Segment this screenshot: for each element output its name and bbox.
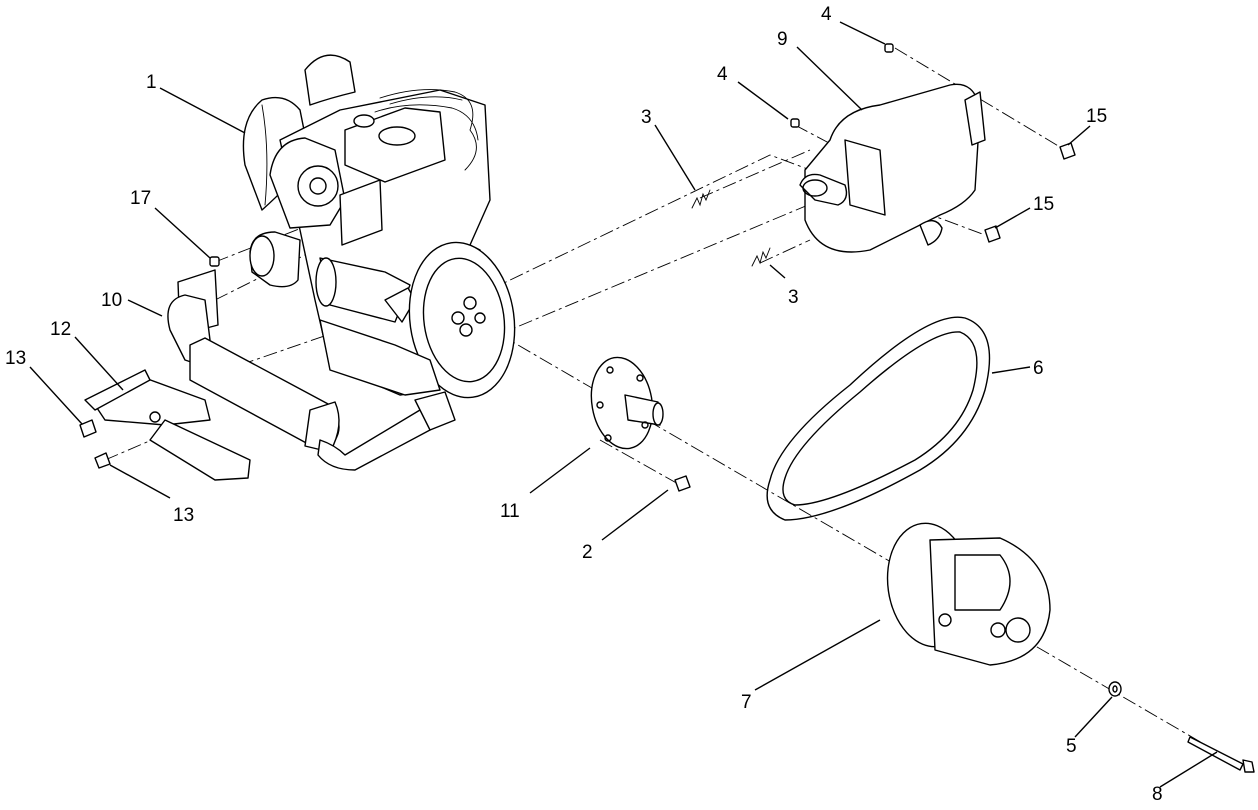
- mounting-bracket: [84, 369, 251, 481]
- callout-4b: 4: [821, 4, 832, 25]
- drive-hub-adapter: [590, 356, 664, 450]
- part-8-bolt: [1187, 736, 1255, 773]
- drive-clutch: [886, 522, 1051, 666]
- callout-4a: 4: [717, 64, 728, 85]
- callout-3a: 3: [641, 107, 652, 128]
- callout-13a: 13: [5, 348, 26, 369]
- callout-1: 1: [146, 72, 157, 93]
- callout-13b: 13: [173, 505, 194, 526]
- part-4-nuts: [790, 43, 894, 128]
- callout-7: 7: [741, 692, 752, 713]
- callout-8: 8: [1152, 784, 1163, 805]
- callouts: 1 17 10 12 13 13 11 2 3 3 4 4 9 15 15 6 …: [5, 4, 1163, 805]
- exhaust-pipe: [167, 269, 456, 471]
- callout-6: 6: [1033, 358, 1044, 379]
- part-2-bolt: [674, 475, 691, 492]
- callout-15a: 15: [1086, 106, 1107, 127]
- drive-belt: [766, 316, 991, 521]
- engine: [242, 54, 516, 399]
- callout-11: 11: [500, 501, 520, 522]
- callout-3b: 3: [788, 287, 799, 308]
- callout-2: 2: [582, 542, 593, 563]
- part-13-bolts: [79, 419, 111, 469]
- callout-5: 5: [1066, 736, 1077, 757]
- part-17-plug: [209, 256, 220, 267]
- part-15-bolts: [984, 142, 1076, 243]
- part-5-washer: [1108, 681, 1122, 697]
- callout-15b: 15: [1033, 194, 1054, 215]
- callout-12: 12: [50, 319, 71, 340]
- callout-17: 17: [130, 188, 151, 209]
- leader-lines: [29, 21, 1218, 788]
- part-3-springs: [691, 189, 771, 267]
- muffler: [799, 83, 986, 253]
- callout-9: 9: [777, 29, 788, 50]
- callout-10: 10: [101, 290, 122, 311]
